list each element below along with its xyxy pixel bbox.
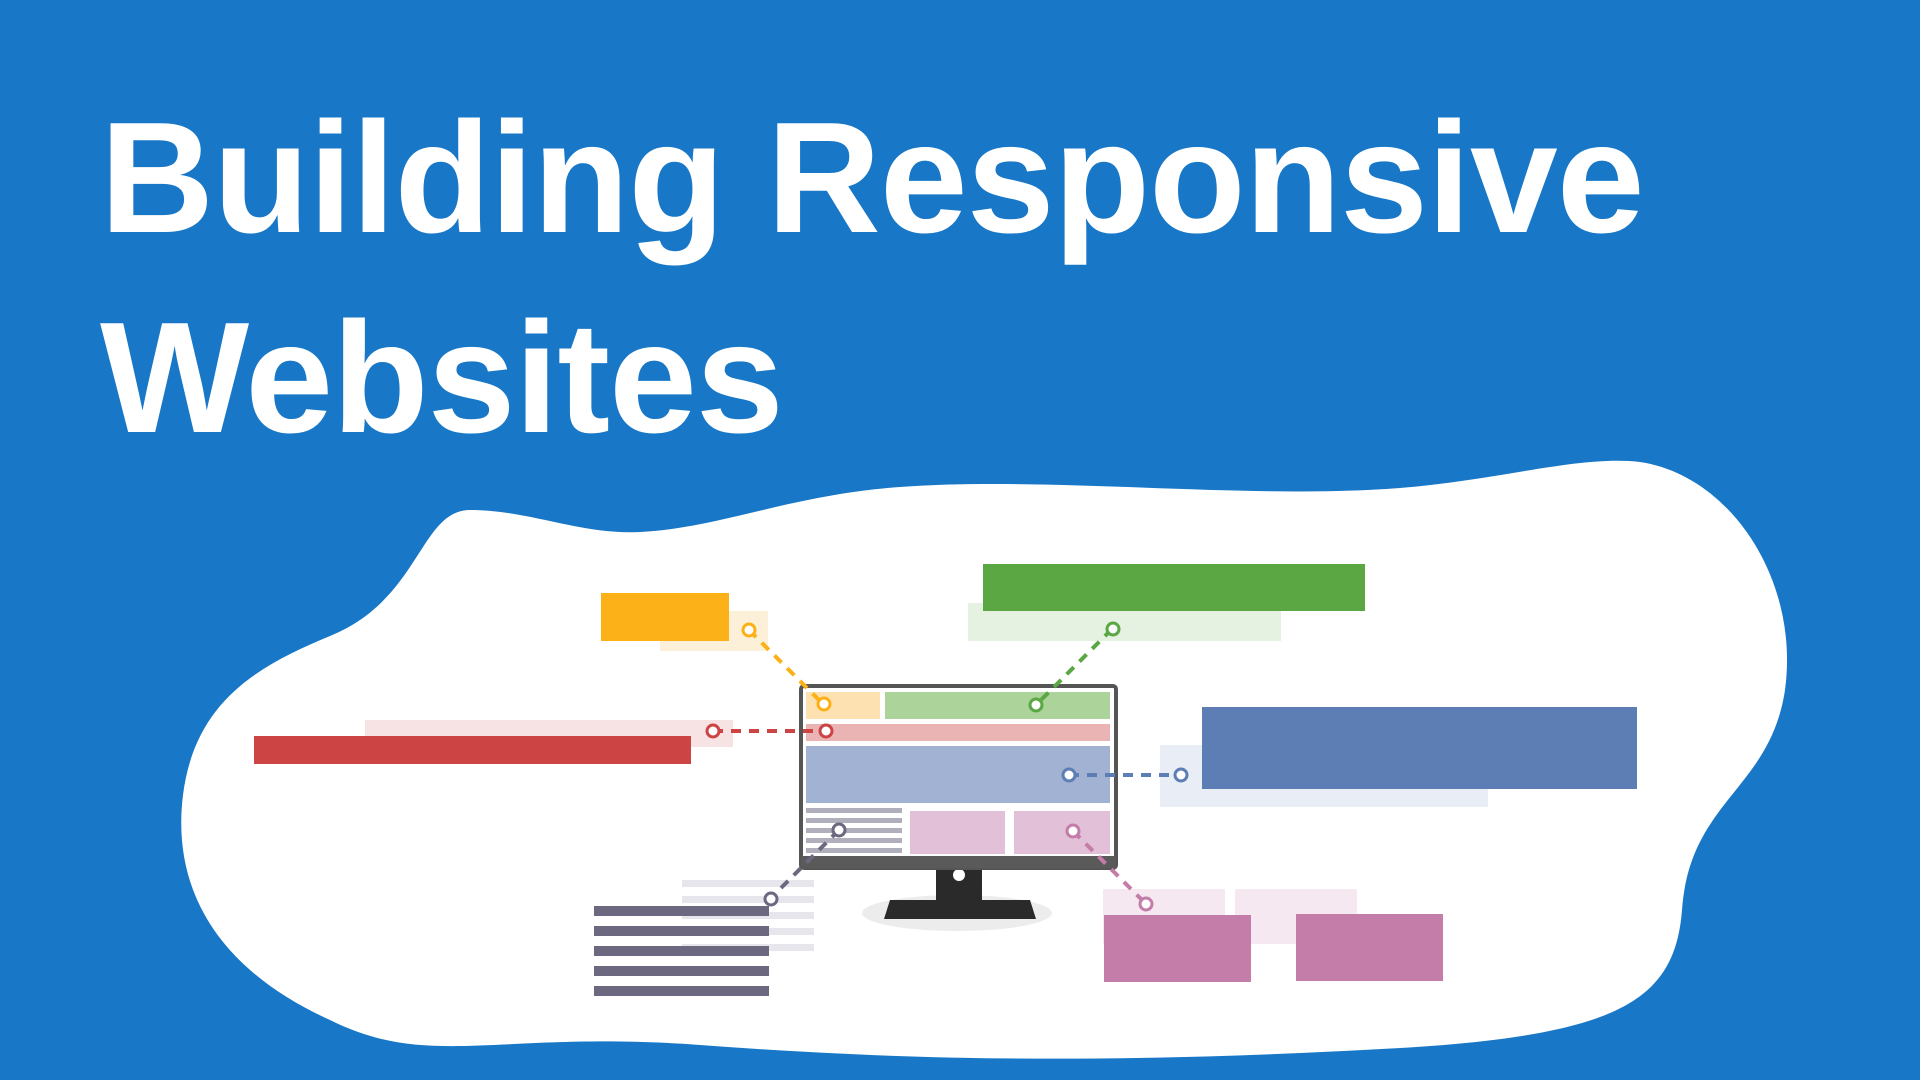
pink-connector-dot	[1138, 896, 1154, 912]
pink-block-1	[1104, 915, 1251, 982]
yellow-connector-dot	[741, 622, 757, 638]
monitor-icon	[799, 684, 1118, 931]
gray-text-lines	[594, 906, 769, 996]
blue-block	[1202, 707, 1637, 789]
title-line-2: Websites	[100, 290, 784, 466]
yellow-screen-dot	[816, 696, 832, 712]
red-block	[254, 736, 691, 764]
pink-screen-dot	[1065, 823, 1081, 839]
monitor-bezel-bottom	[801, 856, 1116, 868]
blue-screen-dot	[1061, 767, 1077, 783]
yellow-block	[601, 593, 729, 641]
blue-connector-dot	[1173, 767, 1189, 783]
gray-connector	[769, 828, 841, 900]
monitor-base	[884, 900, 1036, 919]
green-connector-dot	[1105, 621, 1121, 637]
title-line-1: Building Responsive	[100, 90, 1645, 266]
gray-connector-dot	[763, 891, 779, 907]
green-screen-dot	[1028, 697, 1044, 713]
gray-screen-dot	[831, 822, 847, 838]
green-block	[983, 564, 1365, 611]
red-connector-dot	[705, 723, 721, 739]
page-title: Building Responsive Websites	[100, 78, 1645, 478]
pink-block-2	[1296, 914, 1443, 981]
red-screen-dot	[818, 723, 834, 739]
